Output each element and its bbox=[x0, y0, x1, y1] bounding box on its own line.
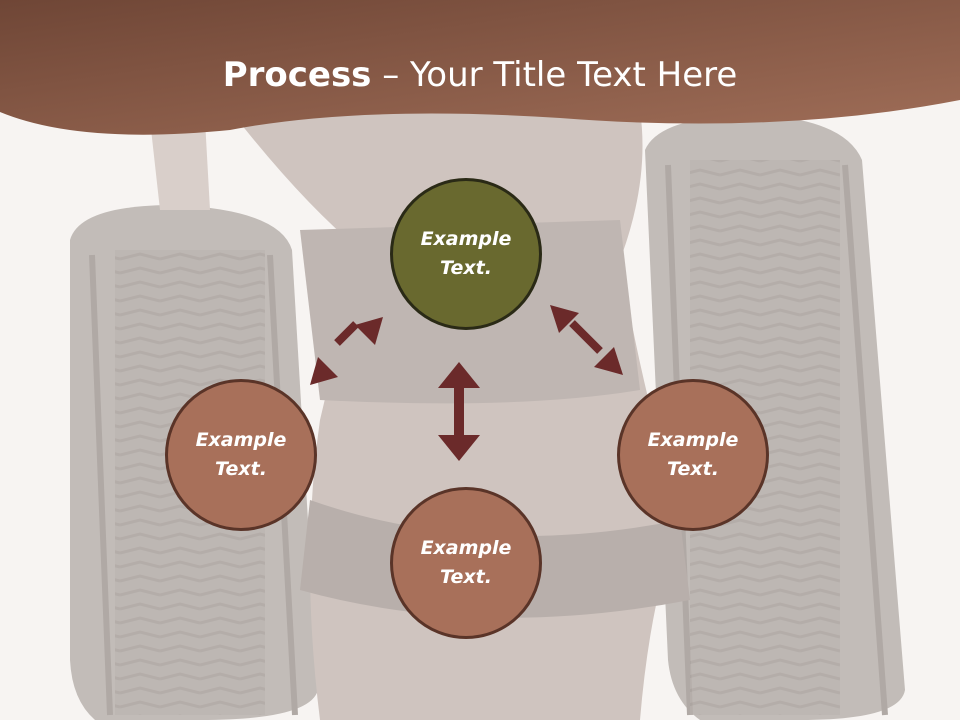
node-text-line2: Text. bbox=[440, 566, 492, 588]
left-node: Example Text. bbox=[165, 379, 317, 531]
node-text-line2: Text. bbox=[440, 257, 492, 279]
right-node: Example Text. bbox=[617, 379, 769, 531]
center-node: Example Text. bbox=[390, 178, 542, 330]
arrow-top-right bbox=[550, 305, 623, 375]
title-bold: Process bbox=[222, 55, 372, 95]
node-text-line1: Example bbox=[647, 429, 739, 451]
node-text-line1: Example bbox=[420, 228, 512, 250]
header-band bbox=[0, 0, 960, 135]
bottom-node: Example Text. bbox=[390, 487, 542, 639]
arrow-top-left bbox=[310, 317, 383, 385]
node-text-line1: Example bbox=[195, 429, 287, 451]
node-text-line1: Example bbox=[420, 537, 512, 559]
node-text-line2: Text. bbox=[667, 458, 719, 480]
arrow-vertical bbox=[438, 362, 480, 461]
node-text-line2: Text. bbox=[215, 458, 267, 480]
title-rest: – Your Title Text Here bbox=[371, 55, 738, 95]
slide-title: Process – Your Title Text Here bbox=[0, 52, 960, 98]
